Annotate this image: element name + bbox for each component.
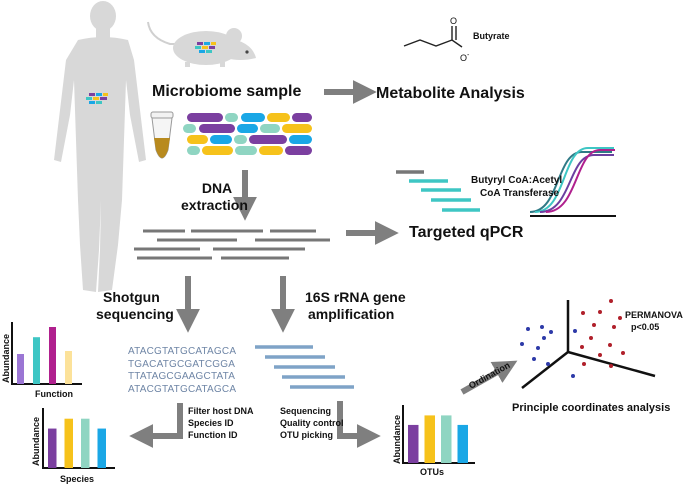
step-filter-host: Filter host DNA bbox=[188, 406, 254, 416]
bar bbox=[441, 415, 452, 463]
arrow-to-otus bbox=[337, 401, 381, 448]
step-function-id: Function ID bbox=[188, 430, 238, 440]
shotgun-steps: Filter host DNA Species ID Function ID bbox=[188, 405, 254, 441]
microbe-pills-icon bbox=[183, 113, 312, 155]
step-quality-control: Quality control bbox=[280, 418, 344, 428]
dna-sequence-line: TTATAGCGAAGCTATA bbox=[128, 371, 236, 382]
butyrate-molecule-icon bbox=[403, 26, 463, 48]
dna-extraction-label-2: extraction bbox=[181, 197, 248, 213]
carbonyl-o-label: O bbox=[450, 16, 458, 26]
function-chart-xlabel: Function bbox=[35, 389, 73, 399]
permanova-label: PERMANOVA bbox=[625, 310, 683, 320]
dna-sequence-line: TGACATGCGATCGGA bbox=[128, 358, 236, 370]
16s-label-2: amplification bbox=[308, 306, 395, 322]
16s-label-1: 16S rRNA gene bbox=[305, 289, 406, 305]
sample-tube-icon bbox=[150, 111, 174, 159]
step-sequencing: Sequencing bbox=[280, 406, 332, 416]
arrow-to-species bbox=[129, 403, 183, 448]
otus-chart-xlabel: OTUs bbox=[420, 467, 445, 477]
function-abundance-chart bbox=[11, 322, 82, 385]
targeted-qpcr-label: Targeted qPCR bbox=[409, 224, 524, 241]
human-silhouette-icon bbox=[54, 1, 146, 292]
amplicon-fragments bbox=[255, 345, 354, 389]
function-chart-ylabel: Abundance bbox=[1, 333, 11, 383]
dna-fragments bbox=[134, 229, 330, 260]
butyrate-label: Butyrate bbox=[473, 31, 510, 41]
chart-axis bbox=[11, 322, 82, 385]
bar bbox=[81, 418, 90, 468]
bar bbox=[33, 337, 40, 384]
shotgun-label-2: sequencing bbox=[96, 306, 174, 322]
dna-sequence-line: ATACGTATGCATAGCA bbox=[128, 346, 237, 357]
bar bbox=[408, 424, 419, 463]
bar bbox=[457, 424, 468, 463]
flow-arrows bbox=[129, 80, 518, 448]
dna-extraction-label-1: DNA bbox=[201, 180, 233, 196]
species-abundance-chart bbox=[42, 408, 115, 469]
step-species-id: Species ID bbox=[188, 418, 234, 428]
permanova-pvalue: p<0.05 bbox=[631, 322, 660, 332]
microbiome-sample-label: Microbiome sample bbox=[152, 83, 302, 100]
pcoa-plot bbox=[520, 299, 656, 389]
bar bbox=[64, 418, 73, 468]
bar bbox=[49, 327, 56, 384]
shotgun-label-1: Shotgun bbox=[103, 289, 160, 305]
dna-sequence-line: ATACGTATGCATAGCA bbox=[128, 383, 237, 395]
bar bbox=[424, 415, 435, 463]
butyryl-label-1: Butyryl CoA:Acetyl bbox=[471, 175, 563, 186]
gut-microbiome-icon bbox=[86, 93, 108, 104]
pcoa-label: Principle coordinates analysis bbox=[512, 402, 671, 414]
bar bbox=[97, 428, 106, 468]
qpcr-fragments bbox=[396, 170, 480, 212]
otus-chart-ylabel: Abundance bbox=[392, 414, 402, 464]
carboxylate-o-label: O- bbox=[460, 52, 470, 63]
bar bbox=[17, 354, 24, 384]
bar bbox=[48, 428, 57, 468]
dna-sequence-list: ATACGTATGCATAGCA TGACATGCGATCGGA TTATAGC… bbox=[128, 346, 237, 396]
16s-steps: Sequencing Quality control OTU picking bbox=[280, 405, 344, 441]
chart-axis bbox=[42, 408, 115, 469]
mouse-icon bbox=[147, 21, 256, 67]
qpcr-curves-icon bbox=[529, 147, 616, 217]
species-chart-xlabel: Species bbox=[60, 474, 95, 484]
species-chart-ylabel: Abundance bbox=[31, 416, 41, 466]
metabolite-analysis-label: Metabolite Analysis bbox=[376, 85, 525, 102]
arrow-to-ordination bbox=[460, 360, 518, 395]
bar bbox=[65, 351, 72, 384]
otu-abundance-chart bbox=[402, 405, 475, 464]
butyryl-label-2: CoA Transferase bbox=[480, 188, 560, 199]
step-otu-picking: OTU picking bbox=[280, 430, 334, 440]
